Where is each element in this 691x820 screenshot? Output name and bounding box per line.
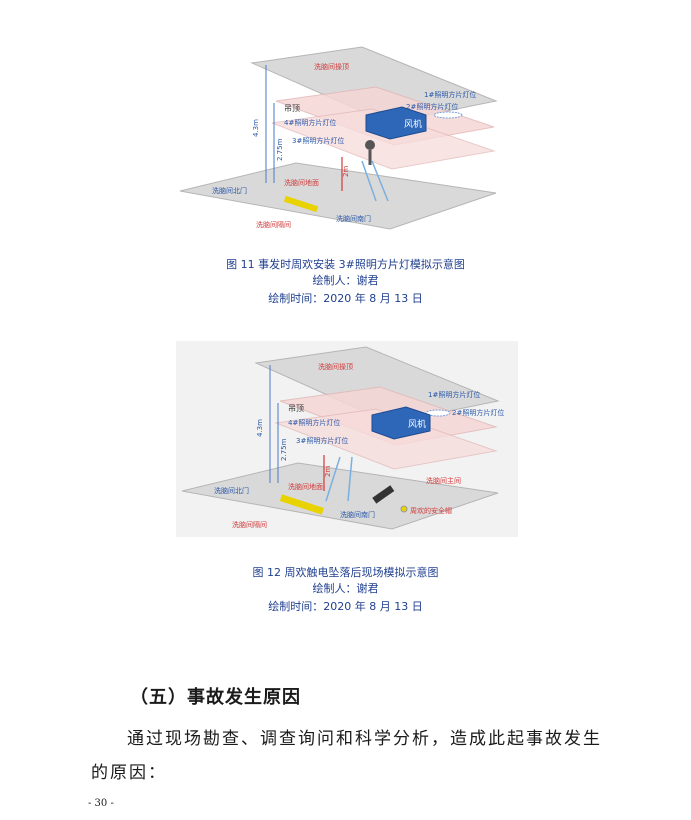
figure-11-author: 绘制人：谢君 xyxy=(312,274,379,287)
page-number: - 30 - xyxy=(88,798,114,809)
ladder-icon xyxy=(361,160,377,202)
south-door-label: 洗脑间南门 xyxy=(340,510,375,519)
height-total-label: 4.3m xyxy=(252,119,260,137)
lamp3-label: 3#照明方片灯位 xyxy=(292,136,344,145)
helmet-label: 周欢的安全帽 xyxy=(410,506,452,515)
floor-label: 洗脑间地面 xyxy=(288,482,323,491)
north-door-label: 洗脑间北门 xyxy=(212,186,247,195)
figure-11-diagram: 洗脑间操顶 4.3m 2.75m 吊顶 4#照明方片灯位 3#照明方片灯位 1#… xyxy=(176,45,516,235)
ladder-on-floor-icon xyxy=(279,494,324,515)
paragraph-line-2: 的原因： xyxy=(91,763,167,783)
fan-icon xyxy=(371,406,431,440)
main-room-label: 洗脑间主间 xyxy=(426,476,461,485)
fan-label: 风机 xyxy=(404,118,422,130)
height-ceiling-label: 2.75m xyxy=(280,438,288,461)
lamp4-label: 4#照明方片灯位 xyxy=(284,118,336,127)
lamp-slot-icon xyxy=(433,111,463,119)
height-total-label: 4.3m xyxy=(256,419,264,437)
ladder-icon xyxy=(325,456,341,502)
fan-label: 风机 xyxy=(408,418,426,430)
ladder-on-floor-icon xyxy=(283,195,319,213)
fallen-worker-icon xyxy=(372,485,395,504)
paragraph-line-1: 通过现场勘查、调查询问和科学分析，造成此起事故发生 xyxy=(127,729,602,749)
lamp2-label: 2#照明方片灯位 xyxy=(452,408,504,417)
figure-11-caption: 图 11 事发时周欢安装 3#照明方片灯模拟示意图 xyxy=(226,258,465,271)
figure-12-author: 绘制人：谢君 xyxy=(312,582,379,595)
helmet-icon xyxy=(400,505,408,513)
lamp-slot-icon xyxy=(425,409,451,417)
floor-label: 洗脑间地面 xyxy=(284,178,319,187)
lamp-plane xyxy=(271,108,496,170)
diao-ding-label: 吊顶 xyxy=(284,104,300,113)
lamp2-label: 2#照明方片灯位 xyxy=(406,102,458,111)
partition-label: 洗脑间隔间 xyxy=(232,520,267,529)
figure-12-date: 绘制时间：2020 年 8 月 13 日 xyxy=(268,600,423,613)
section-heading: （五）事故发生原因 xyxy=(130,687,301,708)
figure-12-diagram: 洗脑间操顶 4.3m 2.75m 吊顶 4#照明方片灯位 3#照明方片灯位 1#… xyxy=(176,341,518,537)
ladder-height-label: 2m xyxy=(324,466,332,477)
ladder-height-label: 2m xyxy=(342,166,350,177)
height-ceiling-label: 2.75m xyxy=(276,138,284,161)
floor-plane xyxy=(181,462,499,530)
south-door-label: 洗脑间南门 xyxy=(336,214,371,223)
fan-icon xyxy=(365,106,427,140)
ceiling-top-label: 洗脑间操顶 xyxy=(318,362,353,371)
lamp1-label: 1#照明方片灯位 xyxy=(424,90,476,99)
ceiling-top-label: 洗脑间操顶 xyxy=(314,62,349,71)
partition-label: 洗脑间隔间 xyxy=(256,220,291,229)
figure-11-date: 绘制时间：2020 年 8 月 13 日 xyxy=(268,292,423,305)
lamp4-label: 4#照明方片灯位 xyxy=(288,418,340,427)
lamp3-label: 3#照明方片灯位 xyxy=(296,436,348,445)
figure-12-caption: 图 12 周欢触电坠落后现场模拟示意图 xyxy=(252,566,439,579)
diao-ding-label: 吊顶 xyxy=(288,404,304,413)
floor-plane xyxy=(179,162,497,230)
lamp1-label: 1#照明方片灯位 xyxy=(428,390,480,399)
worker-icon xyxy=(365,140,375,150)
lamp-plane xyxy=(274,408,498,470)
section-paragraph: 通过现场勘查、调查询问和科学分析，造成此起事故发生 的原因： xyxy=(91,722,611,790)
north-door-label: 洗脑间北门 xyxy=(214,486,249,495)
